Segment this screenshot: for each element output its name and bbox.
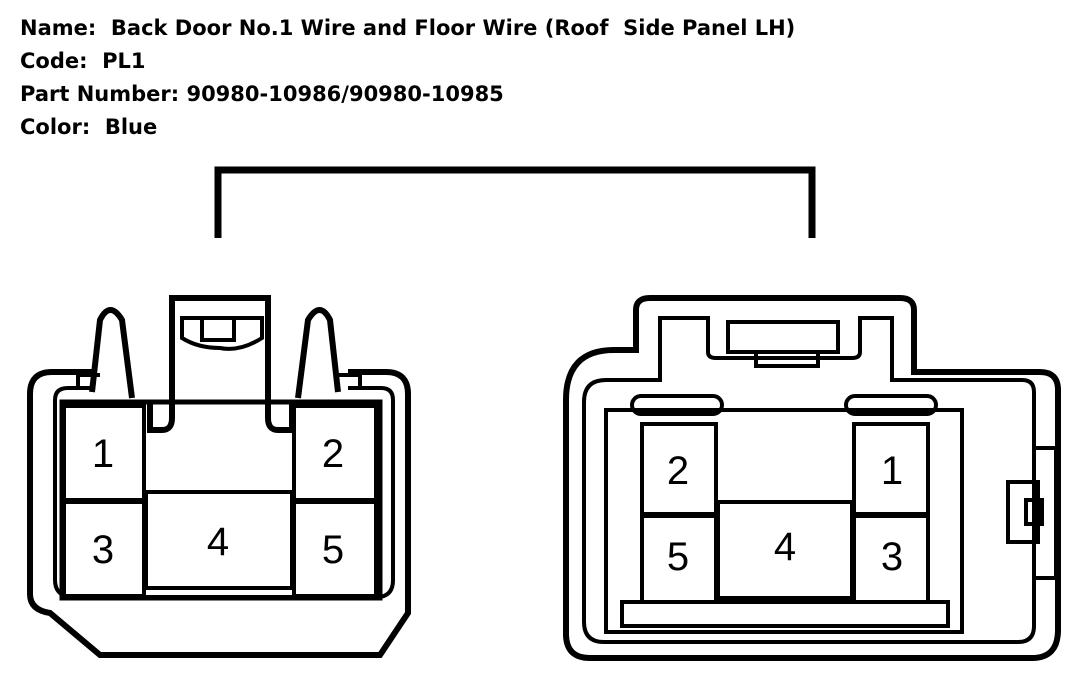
code-value: PL1 — [102, 49, 146, 73]
part-number-row: Part Number: 90980-10986/90980-10985 — [20, 78, 795, 111]
right-pin-4: 4 — [774, 525, 796, 569]
right-housing-inner — [582, 316, 1036, 644]
left-pin-4: 4 — [207, 520, 229, 564]
name-row: Name: Back Door No.1 Wire and Floor Wire… — [20, 12, 795, 45]
color-row: Color: Blue — [20, 111, 795, 144]
left-key-inner — [180, 316, 264, 351]
left-housing-outer — [27, 369, 411, 658]
right-bottom-bar — [620, 600, 950, 628]
right-pin-5: 5 — [667, 535, 689, 579]
right-cavity-frame — [604, 408, 964, 634]
right-key-top — [726, 320, 840, 354]
right-slot-left — [630, 394, 724, 416]
right-slot-right — [844, 394, 938, 416]
left-latch-finger-2 — [295, 307, 341, 399]
right-pin-1: 1 — [881, 449, 903, 493]
left-connector — [27, 295, 411, 658]
right-side-lock-outer — [1006, 480, 1040, 544]
left-key-tab — [200, 316, 236, 342]
right-cell-4 — [716, 500, 854, 600]
right-housing-outer — [563, 295, 1061, 661]
left-latch-finger-1-tip — [76, 373, 100, 388]
name-label: Name: — [20, 16, 97, 40]
color-value: Blue — [104, 115, 158, 139]
part-number-value: 90980-10986/90980-10985 — [186, 82, 504, 106]
right-side-lock-inner — [1024, 498, 1044, 526]
code-label: Code: — [20, 49, 88, 73]
code-row: Code: PL1 — [20, 45, 795, 78]
mating-bracket — [214, 166, 816, 238]
left-center-key — [147, 295, 295, 433]
name-value: Back Door No.1 Wire and Floor Wire (Roof… — [110, 16, 796, 40]
right-pin-2: 2 — [667, 449, 689, 493]
right-side-lock — [1034, 446, 1058, 580]
color-label: Color: — [20, 115, 91, 139]
right-connector — [563, 295, 1061, 661]
left-latch-finger-1 — [89, 307, 135, 399]
left-pin-2: 2 — [322, 432, 344, 476]
left-pin-labels: 1 2 3 4 5 — [92, 432, 344, 572]
right-pin-3: 3 — [881, 535, 903, 579]
connector-info: Name: Back Door No.1 Wire and Floor Wire… — [20, 12, 795, 144]
right-pin-labels: 2 1 5 4 3 — [667, 449, 903, 579]
right-key-tab — [754, 350, 820, 368]
left-pin-1: 1 — [92, 432, 114, 476]
part-number-label: Part Number: — [20, 82, 180, 106]
left-latch-finger-2-tip — [338, 373, 362, 388]
left-pin-5: 5 — [322, 528, 344, 572]
left-pin-3: 3 — [92, 528, 114, 572]
left-cell-4 — [144, 490, 294, 590]
